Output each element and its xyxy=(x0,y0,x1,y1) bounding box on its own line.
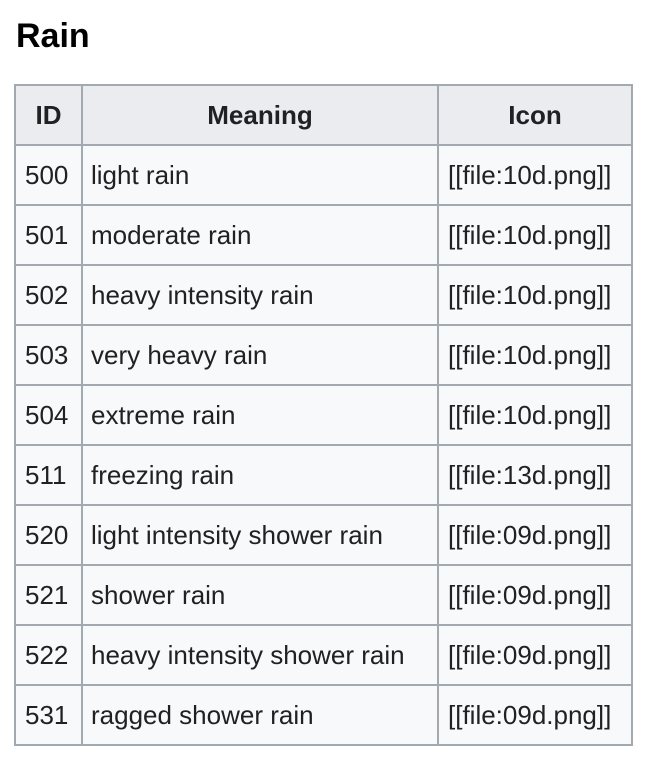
row-icon-ref: [[file:10d.png]] xyxy=(437,324,633,386)
row-meaning: extreme rain xyxy=(81,384,439,446)
row-icon-ref: [[file:13d.png]] xyxy=(437,444,633,506)
table-row: 520 light intensity shower rain [[file:0… xyxy=(14,504,633,566)
row-meaning: freezing rain xyxy=(81,444,439,506)
row-meaning: heavy intensity rain xyxy=(81,264,439,326)
row-id: 503 xyxy=(14,324,83,386)
row-id: 500 xyxy=(14,144,83,206)
row-icon-ref: [[file:10d.png]] xyxy=(437,264,633,326)
row-id: 501 xyxy=(14,204,83,266)
table-header-row: ID Meaning Icon xyxy=(14,84,633,146)
section-title: Rain xyxy=(16,17,90,55)
table-row: 522 heavy intensity shower rain [[file:0… xyxy=(14,624,633,686)
table-row: 502 heavy intensity rain [[file:10d.png]… xyxy=(14,264,633,326)
row-icon-ref: [[file:09d.png]] xyxy=(437,564,633,626)
row-icon-ref: [[file:10d.png]] xyxy=(437,384,633,446)
row-icon-ref: [[file:09d.png]] xyxy=(437,504,633,566)
row-id: 504 xyxy=(14,384,83,446)
row-meaning: heavy intensity shower rain xyxy=(81,624,439,686)
row-id: 531 xyxy=(14,684,83,746)
table-row: 503 very heavy rain [[file:10d.png]] xyxy=(14,324,633,386)
row-icon-ref: [[file:10d.png]] xyxy=(437,144,633,206)
row-id: 522 xyxy=(14,624,83,686)
row-id: 502 xyxy=(14,264,83,326)
row-meaning: ragged shower rain xyxy=(81,684,439,746)
row-id: 520 xyxy=(14,504,83,566)
table-row: 500 light rain [[file:10d.png]] xyxy=(14,144,633,206)
row-meaning: very heavy rain xyxy=(81,324,439,386)
header-icon: Icon xyxy=(437,84,633,146)
rain-codes-table: ID Meaning Icon 500 light rain [[file:10… xyxy=(14,84,633,746)
table-row: 531 ragged shower rain [[file:09d.png]] xyxy=(14,684,633,746)
row-id: 511 xyxy=(14,444,83,506)
row-icon-ref: [[file:10d.png]] xyxy=(437,204,633,266)
row-meaning: shower rain xyxy=(81,564,439,626)
row-meaning: moderate rain xyxy=(81,204,439,266)
row-icon-ref: [[file:09d.png]] xyxy=(437,684,633,746)
table-row: 504 extreme rain [[file:10d.png]] xyxy=(14,384,633,446)
row-meaning: light rain xyxy=(81,144,439,206)
table-row: 521 shower rain [[file:09d.png]] xyxy=(14,564,633,626)
table-row: 501 moderate rain [[file:10d.png]] xyxy=(14,204,633,266)
row-meaning: light intensity shower rain xyxy=(81,504,439,566)
header-meaning: Meaning xyxy=(81,84,439,146)
row-icon-ref: [[file:09d.png]] xyxy=(437,624,633,686)
row-id: 521 xyxy=(14,564,83,626)
header-id: ID xyxy=(14,84,83,146)
table-row: 511 freezing rain [[file:13d.png]] xyxy=(14,444,633,506)
